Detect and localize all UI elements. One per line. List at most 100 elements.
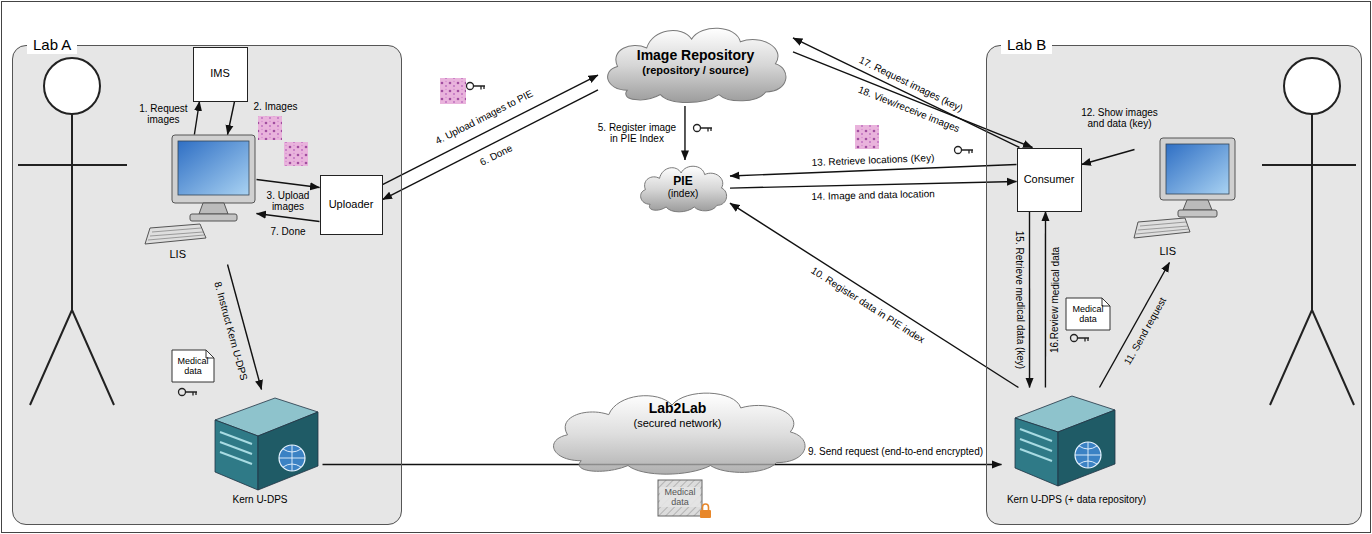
edge-label-holder: 5. Register image in PIE Index (596, 122, 678, 144)
cloud-label: (index) (668, 188, 699, 200)
flow-arrow (257, 214, 320, 222)
key-bow (1071, 335, 1078, 342)
icon-caption: Kern U-DPS (+ data repository) (1002, 494, 1152, 506)
edge-label-holder: 6. Done (478, 143, 514, 169)
key-icon (467, 83, 486, 90)
server-globe (279, 445, 305, 471)
edge-label: 14. Image and data location (812, 188, 936, 202)
key-bow (179, 389, 186, 396)
lock-shackle (703, 504, 709, 510)
cloud-shape (641, 166, 727, 212)
edge-label: 15. Retrieve medical data (key) (1014, 230, 1025, 368)
edge-label-holder: 10. Register data in PIE index (809, 265, 926, 346)
lock-body (700, 510, 711, 518)
key-icon (694, 125, 713, 132)
edge-label-holder: 16.Review medical data (1050, 246, 1061, 352)
cloud-network: Lab2Lab(secured network) (540, 382, 815, 478)
person-head (44, 58, 100, 114)
edge-label: 2. Images (254, 100, 298, 111)
edge-label-holder: 7. Done (270, 225, 305, 236)
edge-label: 3. Upload images (259, 190, 317, 212)
cloud-label: PIE (673, 174, 692, 188)
tissue-image (440, 78, 466, 104)
edge-label-holder: 1. Request images (135, 103, 191, 125)
lab-band: Lab BConsumerLISKern U-DPS (+ data repos… (986, 45, 1362, 525)
tissue-image (258, 116, 282, 140)
icon-label: Kern U-DPS (+ data repository) (1002, 494, 1152, 506)
server-side (1058, 410, 1115, 486)
key-icon (1071, 335, 1090, 342)
person-body (1262, 114, 1356, 405)
tissue-image (284, 142, 308, 166)
keyboard (145, 224, 206, 244)
flow-arrow (1029, 212, 1030, 388)
key-shaft (701, 128, 713, 132)
edge-label: 6. Done (478, 143, 514, 169)
edge-label-holder: 13. Retrieve locations (Key) (811, 152, 934, 168)
box-label: Consumer (1024, 173, 1075, 186)
note-text: Medical data (660, 487, 700, 507)
person-head (1284, 58, 1340, 114)
monitor-base (190, 214, 237, 221)
cloud-content: PIE(index) (636, 160, 730, 214)
monitor-stand (199, 203, 228, 214)
icon-caption: LIS (1160, 245, 1190, 258)
tissue-image (855, 125, 879, 149)
keyboard (1134, 218, 1190, 238)
icon-caption: Kern U-DPS (198, 494, 323, 506)
lab-name: Lab A (33, 36, 71, 54)
icon-label: Kern U-DPS (198, 494, 323, 506)
edge-label: 1. Request images (135, 103, 191, 125)
keyboard-keys (1136, 222, 1189, 234)
edge-label: 7. Done (270, 225, 305, 236)
lab-title: Lab A (27, 36, 77, 54)
edge-label: 4. Upload images to PIE (433, 88, 534, 147)
edge-label: 12. Show images and data (key) (1077, 107, 1163, 129)
cloud-shape (608, 28, 786, 102)
flow-arrow (1099, 263, 1169, 388)
note-label-holder: Medical data (1068, 304, 1108, 324)
monitor-screen (178, 141, 249, 195)
edge-label-holder: 18. View/receive images (857, 84, 962, 134)
edge-label: 5. Register image in PIE Index (596, 122, 678, 144)
monitor-base (1178, 210, 1217, 217)
flow-arrow (684, 106, 685, 160)
server-front (215, 420, 258, 490)
keyboard-keys (148, 228, 204, 240)
globe-lines (279, 445, 305, 471)
server: Kern U-DPS (+ data repository) (1002, 388, 1152, 518)
note-text: Medical data (1068, 304, 1108, 324)
edge-label: 18. View/receive images (857, 84, 962, 134)
edge-label-holder: 3. Upload images (259, 190, 317, 212)
cloud-label: (repository / source) (642, 64, 748, 77)
note-text: Medical data (174, 356, 212, 376)
cloud-label: Lab2Lab (649, 400, 707, 417)
document-note (1066, 298, 1110, 330)
edge-label: 13. Retrieve locations (Key) (811, 152, 934, 168)
flow-arrow (1045, 212, 1046, 388)
monitor-screen (1166, 144, 1229, 194)
key-icon (179, 389, 198, 396)
icon-caption: LIS (170, 248, 200, 261)
key-bow (467, 83, 474, 90)
cloud-label: (secured network) (633, 417, 721, 430)
server-bays (220, 432, 252, 464)
lab-fill (986, 45, 1362, 525)
edge-label: 11. Send request (1122, 295, 1168, 366)
flow-arrow (383, 75, 599, 184)
system-box: IMS (193, 47, 248, 102)
box-label: Uploader (329, 198, 374, 211)
edge-label-holder: 4. Upload images to PIE (433, 88, 534, 147)
edge-label: 8. Instruct Kern U-DPS (212, 280, 249, 381)
monitor-stand (1183, 200, 1212, 210)
encrypted-package (658, 480, 702, 516)
globe-lines (1075, 442, 1101, 468)
lab-fill (12, 45, 402, 525)
edge-label: 10. Register data in PIE index (809, 265, 926, 346)
flow-arrow (793, 52, 1032, 148)
flow-arrow (194, 102, 199, 135)
